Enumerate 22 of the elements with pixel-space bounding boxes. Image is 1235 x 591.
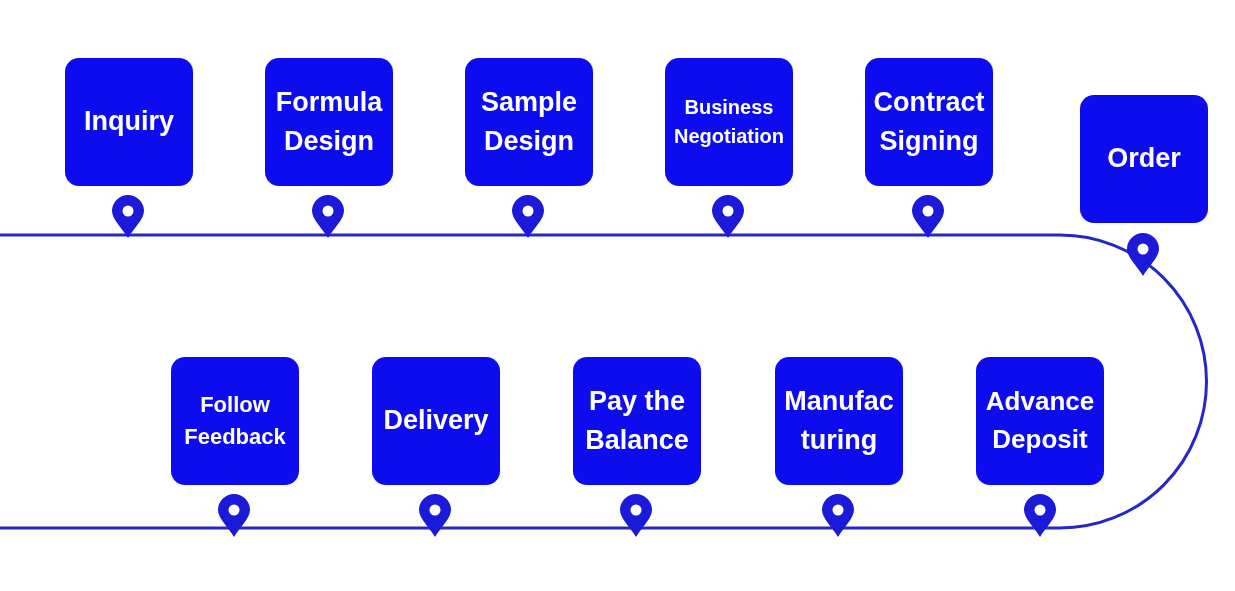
step-box xyxy=(573,357,701,485)
step-box xyxy=(1080,95,1208,223)
step-box xyxy=(865,58,993,186)
step-label: Pay the Balance xyxy=(584,384,690,457)
step-label: Business Negotiation xyxy=(673,95,785,149)
step-box xyxy=(775,357,903,485)
step-box xyxy=(65,58,193,186)
step-label: Order xyxy=(1107,142,1181,176)
step-label: Manufac turing xyxy=(783,384,895,457)
step-label: Advance Deposit xyxy=(984,385,1096,456)
step-box xyxy=(372,357,500,485)
step-label: Follow Feedback xyxy=(183,391,287,451)
step-box xyxy=(976,357,1104,485)
step-label: Inquiry xyxy=(84,105,174,139)
step-box xyxy=(171,357,299,485)
step-box xyxy=(465,58,593,186)
step-box xyxy=(265,58,393,186)
step-label: Contract Signing xyxy=(872,85,986,158)
step-label: Formula Design xyxy=(274,85,384,158)
step-label: Sample Design xyxy=(479,85,578,158)
step-label: Delivery xyxy=(383,404,489,438)
step-box xyxy=(665,58,793,186)
